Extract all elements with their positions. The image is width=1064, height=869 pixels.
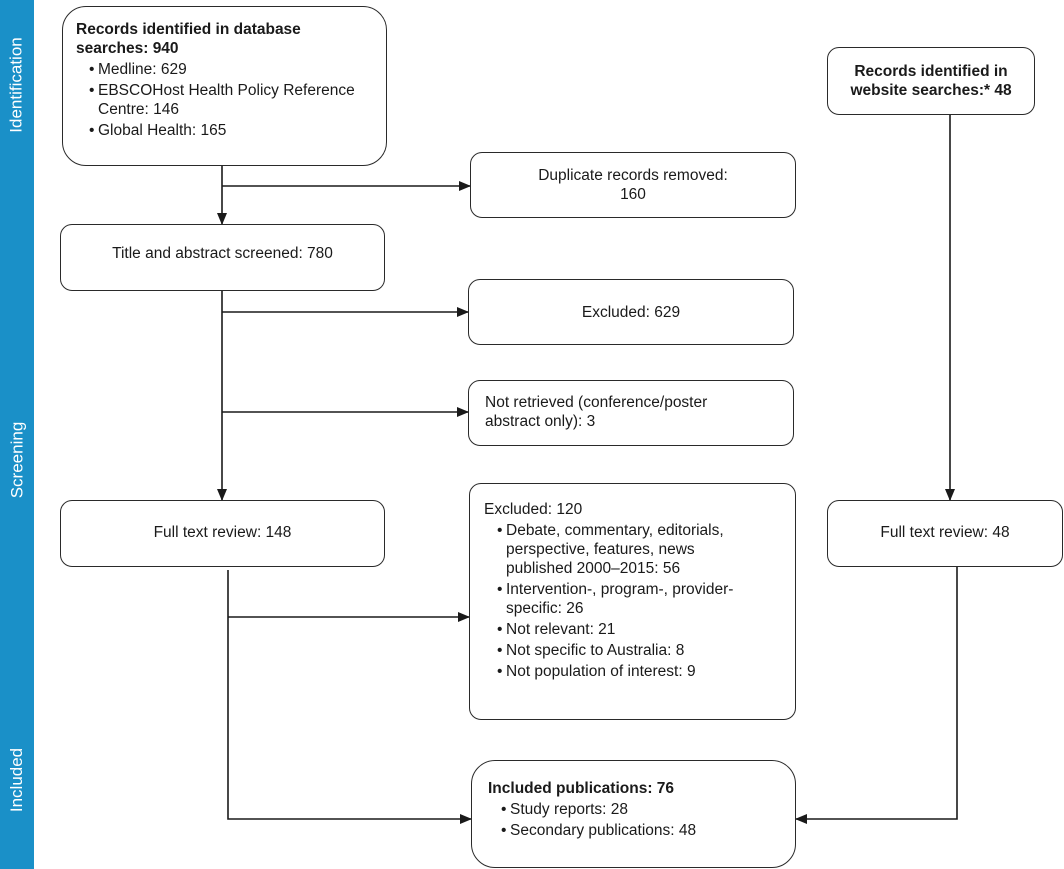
db-search-list: Medline: 629 EBSCOHost Health Policy Ref… xyxy=(76,60,374,140)
phase-sidebar xyxy=(0,0,34,869)
included-title: Included publications: 76 xyxy=(488,780,675,797)
list-item: Debate, commentary, editorials, perspect… xyxy=(497,521,765,578)
arrow-web-fulltext-to-included xyxy=(795,567,958,824)
excluded-2-box: Excluded: 120 Debate, commentary, editor… xyxy=(469,483,796,720)
full-text-web-box: Full text review: 48 xyxy=(827,500,1063,567)
excluded-2-list: Debate, commentary, editorials, perspect… xyxy=(484,521,765,681)
list-item: Not population of interest: 9 xyxy=(497,662,765,681)
full-text-db-box: Full text review: 148 xyxy=(60,500,385,567)
web-search-box: Records identified in website searches:*… xyxy=(827,47,1035,115)
list-item: Secondary publications: 48 xyxy=(501,821,795,840)
arrow-fulltext-to-included xyxy=(227,570,472,824)
full-text-web-text: Full text review: 48 xyxy=(880,524,1010,541)
list-item: Intervention-, program-, provider-specif… xyxy=(497,580,765,618)
title-abstract-box: Title and abstract screened: 780 xyxy=(60,224,385,291)
excluded-2-title: Excluded: 120 xyxy=(484,501,583,518)
db-search-box: Records identified in database searches:… xyxy=(62,6,387,166)
excluded-1-box: Excluded: 629 xyxy=(468,279,794,345)
list-item: EBSCOHost Health Policy Reference Centre… xyxy=(89,81,374,119)
db-search-title: Records identified in database searches:… xyxy=(76,21,301,57)
title-abstract-text: Title and abstract screened: 780 xyxy=(112,245,333,262)
included-box: Included publications: 76 Study reports:… xyxy=(471,760,796,868)
full-text-db-text: Full text review: 148 xyxy=(153,524,292,541)
list-item: Medline: 629 xyxy=(89,60,374,79)
list-item: Not relevant: 21 xyxy=(497,620,765,639)
duplicates-box: Duplicate records removed: 160 xyxy=(470,152,796,218)
not-retrieved-text: Not retrieved (conference/poster abstrac… xyxy=(485,394,708,430)
list-item: Not specific to Australia: 8 xyxy=(497,641,765,660)
list-item: Global Health: 165 xyxy=(89,121,374,140)
list-item: Study reports: 28 xyxy=(501,800,795,819)
included-list: Study reports: 28 Secondary publications… xyxy=(488,800,795,840)
duplicates-text: Duplicate records removed: 160 xyxy=(538,167,728,203)
excluded-1-text: Excluded: 629 xyxy=(581,303,681,321)
web-search-title: Records identified in website searches:*… xyxy=(850,63,1012,99)
not-retrieved-box: Not retrieved (conference/poster abstrac… xyxy=(468,380,794,446)
